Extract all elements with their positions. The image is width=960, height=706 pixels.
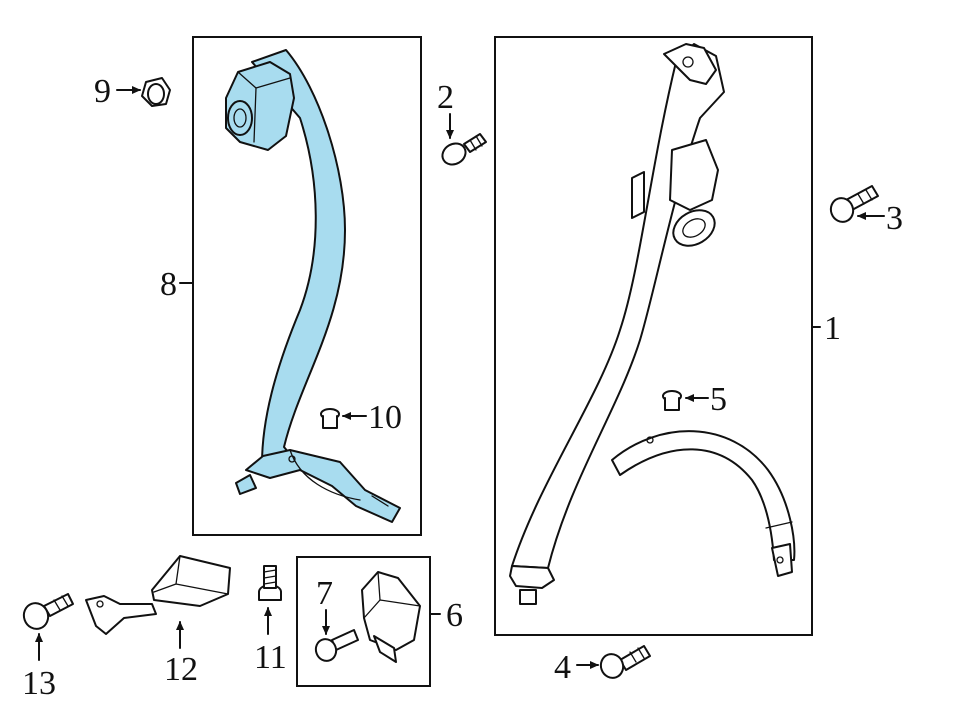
rear-seat-belt-part[interactable] [225, 49, 401, 523]
group-box-rear-belt-assembly [192, 36, 422, 536]
callout-11: 11 [254, 639, 287, 676]
screw-part-11[interactable] [258, 565, 282, 601]
callout-12: 12 [164, 651, 198, 688]
callout-10: 10 [368, 399, 402, 436]
group-box-front-belt-assembly [494, 36, 813, 636]
callout-4: 4 [554, 649, 571, 686]
callout-9: 9 [94, 73, 111, 110]
group-box-buckle-assembly [296, 556, 431, 687]
pin-part-10[interactable] [320, 408, 340, 429]
bolt-part-13[interactable] [20, 593, 74, 632]
callout-6: 6 [446, 597, 463, 634]
front-seat-belt-part[interactable] [509, 43, 796, 605]
callout-13: 13 [22, 665, 56, 702]
callout-7: 7 [316, 575, 333, 612]
bolt-part-4[interactable] [598, 645, 651, 681]
callout-5: 5 [710, 381, 727, 418]
callout-8: 8 [160, 266, 177, 303]
bolt-part-2[interactable] [439, 133, 487, 169]
leader-lines [35, 86, 885, 669]
nut-part[interactable] [141, 77, 171, 107]
buckle-cover-part-6[interactable] [361, 571, 421, 663]
bolt-part-3[interactable] [828, 185, 879, 225]
bolt-part-7[interactable] [313, 629, 359, 664]
pin-part-5[interactable] [662, 390, 682, 411]
callout-1: 1 [824, 310, 841, 347]
callout-2: 2 [437, 79, 454, 116]
callout-3: 3 [886, 200, 903, 237]
callout-labels: 1 2 3 4 5 6 7 8 9 10 11 12 13 [22, 73, 903, 702]
buckle-part-12[interactable] [85, 555, 231, 635]
